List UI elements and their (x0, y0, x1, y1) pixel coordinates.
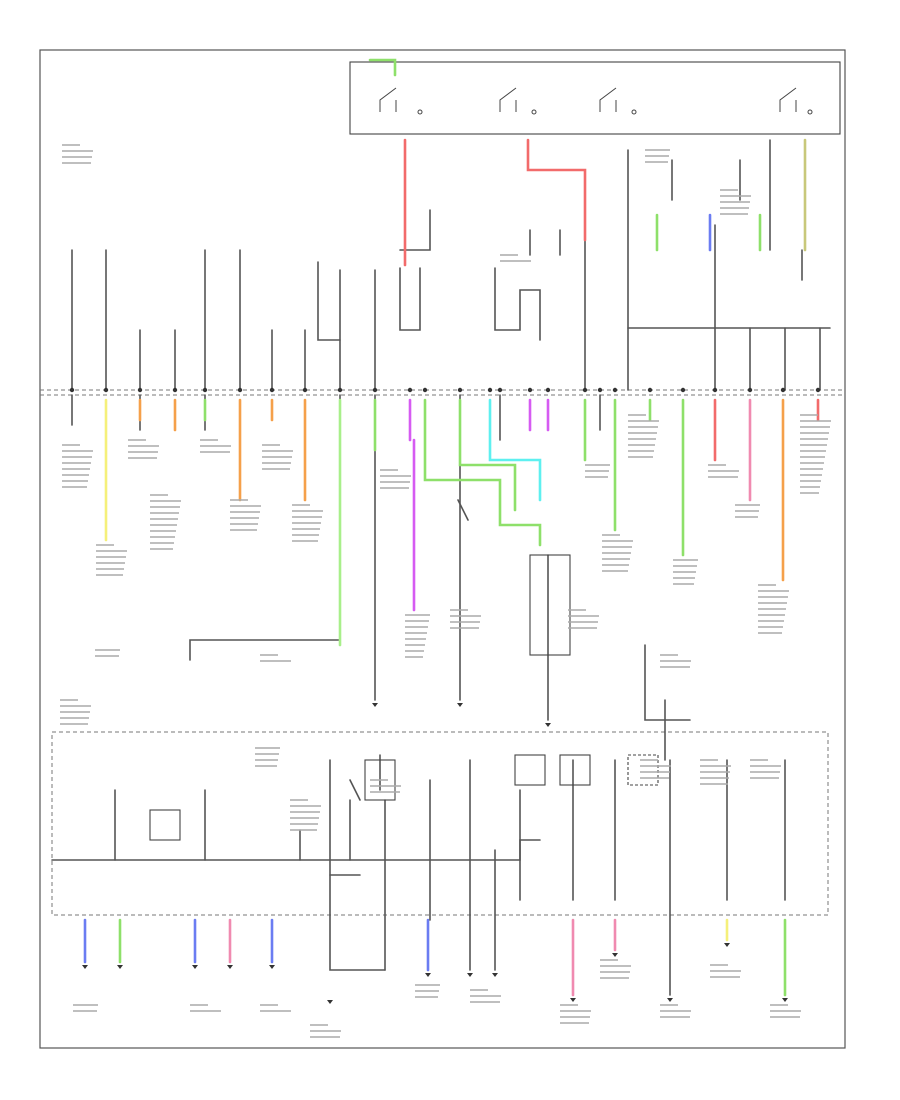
ground-symbol (545, 723, 551, 727)
relay-coil-box (149, 809, 181, 841)
relay-box-3 (627, 754, 659, 786)
ground-symbol (457, 703, 463, 707)
bus-terminal-dot (582, 387, 588, 393)
colored-wires-middle (104, 398, 820, 647)
bus-terminal-dot (545, 387, 551, 393)
lower-ipdm-box (51, 731, 829, 916)
relay-box-1 (514, 754, 546, 786)
top-relay-switches (379, 87, 813, 115)
ground-symbol (192, 965, 198, 969)
bus-terminal-dot (647, 387, 653, 393)
bus-terminal-dot (269, 387, 275, 393)
colored-wires-upper (368, 58, 807, 267)
ground-symbol (82, 965, 88, 969)
bus-terminal-dot (612, 387, 618, 393)
bus-terminal-dot (237, 387, 243, 393)
bus-terminal-dot (597, 387, 603, 393)
component-box-right (529, 554, 571, 656)
ground-symbols (82, 703, 788, 1004)
ground-symbol (492, 973, 498, 977)
black-wires-upper (71, 139, 831, 391)
ground-symbol (372, 703, 378, 707)
wire-cyan (488, 398, 542, 502)
bus-terminal-dot (69, 387, 75, 393)
bus-terminal-dot (422, 387, 428, 393)
relay-box-2 (559, 754, 591, 786)
bus-terminal-dot (407, 387, 413, 393)
bus-terminal-dot (712, 387, 718, 393)
bus-terminal-dot (527, 387, 533, 393)
black-wires-middle (71, 394, 691, 761)
bus-terminal-dot (172, 387, 178, 393)
bus-terminal-dot (815, 387, 821, 393)
colored-wires-lower (83, 918, 787, 997)
bus-terminal-dot (680, 387, 686, 393)
bus-terminal-dot (137, 387, 143, 393)
bus-terminal-dot (747, 387, 753, 393)
bus-terminal-dot (372, 387, 378, 393)
label-marks (60, 144, 831, 1038)
ground-symbol (425, 973, 431, 977)
ground-symbol (467, 973, 473, 977)
wire-green-corner (368, 58, 397, 77)
wire-red-2 (526, 138, 587, 242)
bus-terminal-dot (302, 387, 308, 393)
ground-symbol (612, 953, 618, 957)
bus-terminal-dot (780, 387, 786, 393)
ground-symbol (724, 943, 730, 947)
ground-symbol (570, 998, 576, 1002)
bus-terminal-dot (337, 387, 343, 393)
bus-terminal-dot (103, 387, 109, 393)
ground-symbol (667, 998, 673, 1002)
bus-terminal-dot (202, 387, 208, 393)
lower-relays (149, 554, 659, 841)
relay-box-4 (364, 759, 396, 801)
black-wires-lower (51, 754, 786, 996)
bus-terminal-dot (457, 387, 463, 393)
ground-symbol (327, 1000, 333, 1004)
bus-terminal-dot (487, 387, 493, 393)
ground-symbol (782, 998, 788, 1002)
ground-symbol (117, 965, 123, 969)
ground-symbol (269, 965, 275, 969)
diagram-border (39, 49, 846, 1049)
top-relay-box (349, 61, 841, 135)
bus-terminal-dots (69, 387, 821, 393)
bus-terminal-dot (497, 387, 503, 393)
wire-green-3 (423, 398, 542, 547)
wire-green-4 (458, 398, 517, 512)
ground-symbol (227, 965, 233, 969)
